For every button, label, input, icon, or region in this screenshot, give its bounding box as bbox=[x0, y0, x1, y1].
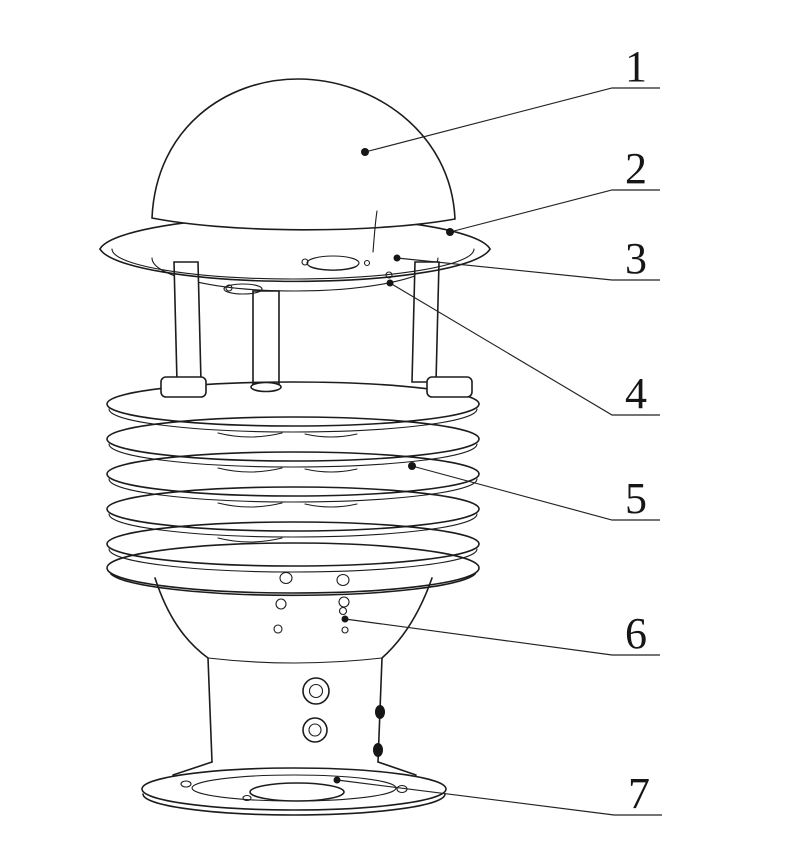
shield-base-rim bbox=[110, 573, 476, 597]
support-posts bbox=[173, 261, 440, 385]
leader-dot-6 bbox=[341, 615, 349, 623]
shield-base-dish bbox=[106, 542, 480, 594]
louver-plate-1 bbox=[106, 381, 480, 427]
louver-rim-5 bbox=[108, 548, 478, 573]
leader-line-4 bbox=[389, 282, 660, 416]
louver-shadow-3 bbox=[217, 502, 283, 508]
louver-rim-4 bbox=[108, 513, 478, 538]
callout-6: 6 bbox=[341, 609, 660, 658]
callout-5: 5 bbox=[408, 462, 660, 523]
louver-shadow-1 bbox=[217, 432, 283, 438]
side-plug-1 bbox=[375, 705, 385, 719]
connector-1-inner bbox=[308, 683, 324, 699]
sensor-window-left bbox=[223, 283, 263, 295]
sensor-hole-a bbox=[225, 284, 233, 292]
leader-line-3 bbox=[396, 257, 660, 281]
leader-dot-7 bbox=[333, 776, 341, 784]
leader-line-5 bbox=[411, 465, 660, 521]
flange-flare-right bbox=[377, 761, 417, 776]
louver-plate-4 bbox=[106, 486, 480, 532]
dome-seam-line bbox=[372, 210, 378, 253]
dome-cover bbox=[151, 78, 456, 253]
side-plug-2 bbox=[373, 743, 383, 757]
body-hole-3 bbox=[275, 598, 287, 610]
callout-1: 1 bbox=[361, 42, 660, 156]
louver-shadow-2b bbox=[304, 468, 358, 473]
sensor-window-right-rim bbox=[308, 265, 358, 271]
flange-thickness-rim bbox=[142, 793, 446, 816]
sensor-hole-b bbox=[301, 258, 309, 266]
leader-dot-5 bbox=[408, 462, 416, 470]
leader-dot-1 bbox=[361, 148, 369, 156]
flange-bolt-hole-front bbox=[242, 794, 252, 802]
callout-label-2: 2 bbox=[625, 144, 647, 193]
callout-label-7: 7 bbox=[628, 769, 650, 818]
connector-1-outer bbox=[302, 677, 330, 705]
flange-flare-left bbox=[172, 761, 213, 776]
post-middle bbox=[252, 290, 280, 385]
connector-2-outer bbox=[302, 717, 328, 743]
callout-label-6: 6 bbox=[625, 609, 647, 658]
louver-plate-5 bbox=[106, 521, 480, 567]
louver-rim-1 bbox=[108, 408, 478, 433]
callout-label-1: 1 bbox=[625, 42, 647, 91]
callout-label-4: 4 bbox=[625, 369, 647, 418]
louver-plate-2 bbox=[106, 416, 480, 462]
body-hole-5 bbox=[273, 624, 283, 634]
leader-dot-3 bbox=[393, 254, 401, 262]
post-left bbox=[173, 261, 202, 383]
under-cap-sensors bbox=[223, 255, 393, 295]
connector-ports bbox=[302, 677, 385, 757]
callout-7: 7 bbox=[333, 769, 662, 818]
leader-line-7 bbox=[336, 779, 662, 816]
callouts: 1 2 3 4 5 6 7 bbox=[333, 42, 662, 818]
callout-3: 3 bbox=[393, 234, 660, 283]
connector-2-inner bbox=[308, 723, 322, 737]
body-hole-7 bbox=[341, 626, 349, 634]
body-hole-6 bbox=[338, 606, 348, 616]
body-hole-1 bbox=[279, 571, 293, 585]
post-foot-middle bbox=[250, 381, 282, 393]
body-hole-4 bbox=[338, 596, 350, 608]
dome-outline bbox=[151, 78, 456, 231]
cap-bottom-inner-arc bbox=[111, 248, 475, 280]
callout-label-3: 3 bbox=[625, 234, 647, 283]
flange-outer bbox=[141, 767, 447, 811]
body-hole-2 bbox=[336, 573, 350, 587]
flange-center-hole bbox=[249, 782, 345, 802]
body-left-edge bbox=[154, 577, 209, 659]
leader-dot-4 bbox=[386, 279, 394, 287]
louver-stack bbox=[106, 376, 480, 597]
post-tab-right bbox=[426, 376, 473, 398]
leader-line-6 bbox=[344, 618, 660, 656]
post-tab-left bbox=[160, 376, 207, 398]
callout-4: 4 bbox=[386, 279, 660, 418]
louver-shadow-1b bbox=[304, 433, 358, 438]
base-flange bbox=[141, 761, 447, 816]
louver-rim-2 bbox=[108, 443, 478, 468]
louver-shadow-4 bbox=[217, 537, 283, 543]
callout-2: 2 bbox=[446, 144, 660, 236]
flange-bolt-hole-left bbox=[180, 780, 192, 788]
callout-label-5: 5 bbox=[625, 474, 647, 523]
leader-dot-2 bbox=[446, 228, 454, 236]
cylinder-left-edge bbox=[207, 657, 213, 763]
sensor-hole-d bbox=[385, 271, 393, 279]
louver-shadow-3b bbox=[304, 503, 358, 508]
leader-line-2 bbox=[449, 189, 660, 233]
leader-line-1 bbox=[364, 87, 660, 153]
body-joint-arc bbox=[207, 657, 383, 664]
sensor-hole-c bbox=[363, 259, 371, 267]
louver-plate-3 bbox=[106, 451, 480, 497]
post-right bbox=[411, 261, 440, 383]
louver-shadow-2 bbox=[217, 467, 283, 473]
louver-rim-3 bbox=[108, 478, 478, 503]
